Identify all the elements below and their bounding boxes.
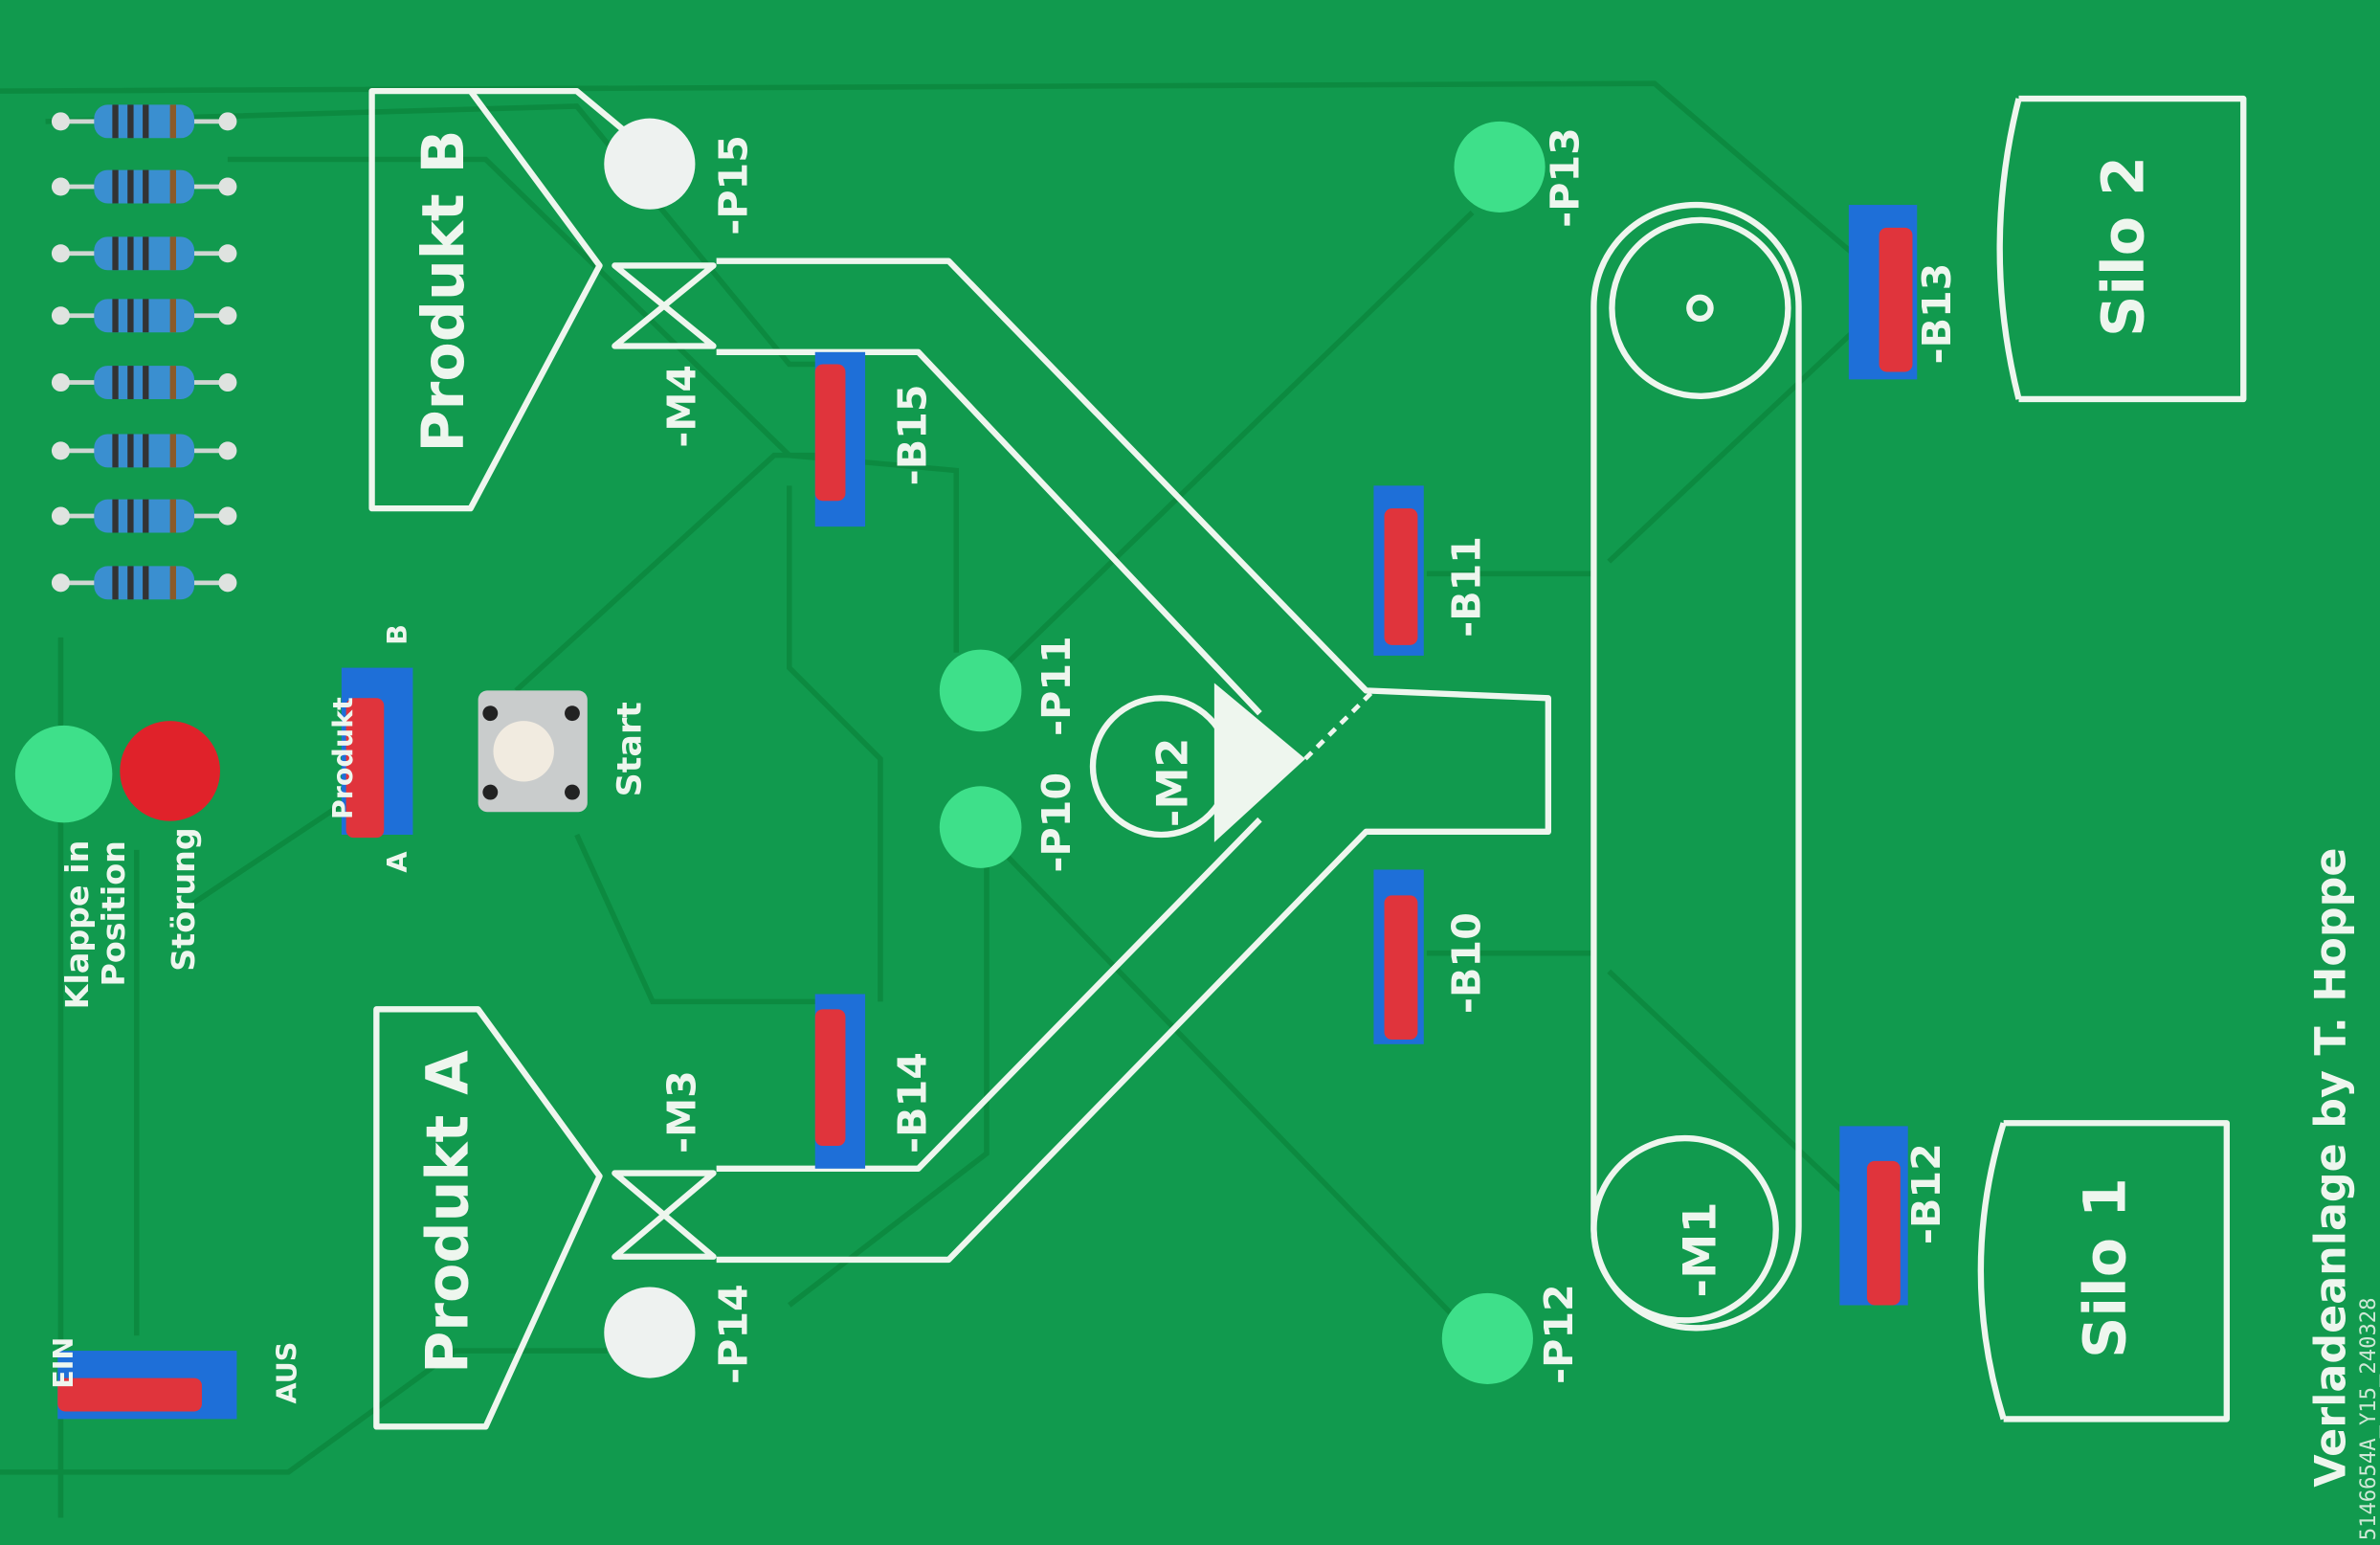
start-label: Start [611,702,649,796]
silo-1-label: Silo 1 [2073,1177,2140,1358]
board-serial: 5146654A_Y15_240328 [2356,1297,2380,1540]
resistor [51,169,237,204]
resistor [51,499,237,533]
resistor-array [51,104,237,600]
pulley-top-icon [1609,216,1791,399]
p13-label: -P13 [1543,127,1589,228]
labels: Produkt B Produkt A -M4 -M3 -M2 -M1 -P15… [48,127,2380,1540]
resistor [51,566,237,600]
p14-label: -P14 [710,1284,756,1384]
led-p13 [1454,121,1546,213]
valve-m4-icon [612,262,717,349]
start-button[interactable] [478,690,588,813]
board-title: Verladeanlage by T. Hoppe [2307,848,2356,1488]
sensor-b11[interactable] [1373,485,1424,656]
p12-label: -P12 [1536,1284,1582,1384]
m1-label: -M1 [1674,1201,1726,1297]
b12-label: -B12 [1903,1143,1949,1244]
m3-label: -M3 [658,1070,704,1153]
motor-m1-icon [1590,1134,1779,1324]
silo-1 [1977,1120,2230,1422]
b15-label: -B15 [890,384,936,485]
power-switch[interactable] [57,1351,237,1420]
silkscreen-diagram [368,87,2247,1430]
resistor [51,434,237,468]
produkt-switch-label: Produkt [327,697,359,819]
produkt-b-hopper [368,87,603,512]
b13-label: -B13 [1914,263,1960,365]
p10-label: -P10 [1034,772,1079,873]
resistor [51,236,237,271]
copper-traces [0,80,1869,1518]
led-p11 [939,649,1022,732]
b11-label: -B11 [1443,536,1489,638]
sensor-b15[interactable] [814,351,866,527]
position-label: Position [95,840,132,986]
switch-a-label: A [382,852,413,873]
resistor [51,104,237,139]
p11-label: -P11 [1034,636,1079,736]
conveyor-belt [1590,201,1802,1332]
silo-2 [1996,95,2247,403]
led-p12 [1441,1292,1533,1384]
produkt-a-hopper [373,1006,603,1430]
led-stoerung [120,721,220,821]
b10-label: -B10 [1443,912,1489,1014]
sensor-b10[interactable] [1373,869,1424,1044]
led-klappe-in-position [14,725,113,823]
ein-label: EIN [48,1337,79,1389]
produkt-a-label: Produkt A [415,1050,482,1374]
p15-label: -P15 [710,135,756,235]
sensor-b13[interactable] [1848,205,1918,380]
m2-label: -M2 [1148,738,1197,827]
klappe-label: Klappe in [58,840,96,1010]
resistor [51,366,237,399]
valve-m3-icon [612,1170,717,1260]
sensor-b12[interactable] [1839,1126,1908,1306]
produkt-b-label: Produkt B [411,129,478,452]
aus-label: AUS [271,1342,302,1404]
b14-label: -B14 [890,1052,936,1153]
sensors [57,205,1918,1420]
m4-label: -M4 [658,365,704,448]
leds [14,118,1546,1384]
sensor-b14[interactable] [814,994,866,1169]
silo-2-label: Silo 2 [2091,156,2158,337]
led-p15 [604,118,696,210]
switch-b-label: B [382,624,413,645]
stoerung-label: Störung [165,827,202,971]
led-p14 [604,1287,696,1378]
flap-funnel-icon [1213,683,1306,842]
product-selector-switch[interactable] [341,667,413,839]
led-p10 [939,786,1022,868]
resistor [51,299,237,333]
